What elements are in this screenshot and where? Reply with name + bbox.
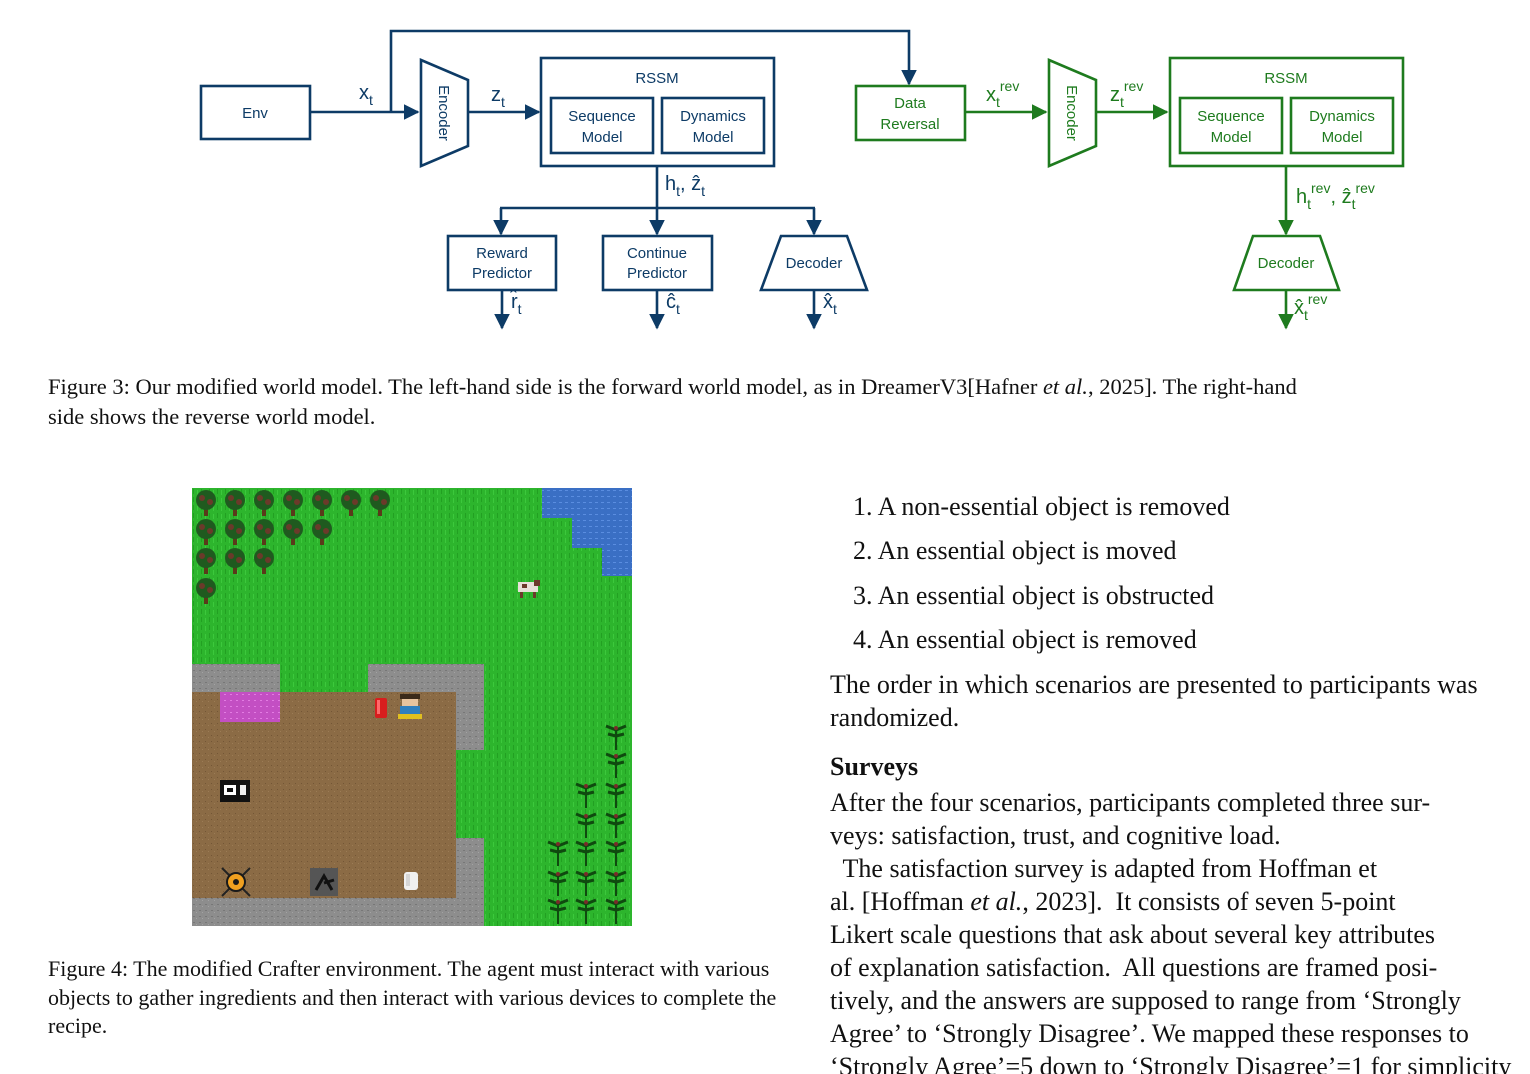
crafter-environment-image <box>192 488 632 926</box>
c-hat-label: ĉt <box>666 291 680 317</box>
reverse-sequence-model-label: Sequence <box>1197 108 1265 125</box>
order-line-1: The order in which scenarios are present… <box>830 670 1478 699</box>
scenario-list-item-1: 1. A non-essential object is removed <box>853 492 1230 521</box>
order-line-2: randomized. <box>830 703 960 732</box>
x-t-label: xt <box>359 82 373 108</box>
surveys-p2-line-2b: , 2023]. It consists of seven 5-point <box>1022 887 1396 916</box>
scenario-list-item-2: 2. An essential object is moved <box>853 536 1177 565</box>
figure-3-caption: Figure 3: Our modified world model. The … <box>48 372 1530 432</box>
world-model-diagram: Env xt Encoder zt RSSM Sequence Model Dy… <box>199 29 1405 330</box>
dynamics-model-box <box>660 96 766 155</box>
surveys-paragraph-2: The satisfaction survey is adapted from … <box>830 852 1530 1074</box>
h-zhat-rev-label: htrev, ẑtrev <box>1296 180 1375 212</box>
sequence-model-label-2: Model <box>582 129 623 146</box>
sequence-model-box <box>549 96 655 155</box>
figure-3-caption-line2: side shows the reverse world model. <box>48 404 376 429</box>
env-label: Env <box>242 105 268 122</box>
surveys-p1-line-2: veys: satisfaction, trust, and cognitive… <box>830 821 1281 850</box>
continue-predictor-label-2: Predictor <box>627 265 687 282</box>
r-hat-label: r̂t <box>509 289 521 317</box>
reverse-encoder-label: Encoder <box>1063 85 1080 141</box>
x-hat-label: x̂t <box>823 291 837 317</box>
reverse-rssm-label: RSSM <box>1264 70 1307 87</box>
surveys-p2-line-1: The satisfaction survey is adapted from … <box>830 854 1378 883</box>
surveys-p1-line-1: After the four scenarios, participants c… <box>830 788 1431 817</box>
decoder-trapezoid <box>759 234 869 292</box>
encoder-trapezoid <box>419 58 470 168</box>
scenario-list-item-4: 4. An essential object is removed <box>853 625 1197 654</box>
reverse-sequence-model-label-2: Model <box>1211 129 1252 146</box>
figure-3-caption-prefix: Figure 3: Our modified world model. The … <box>48 374 1043 399</box>
figure-3-etal: et al. <box>1042 374 1088 399</box>
surveys-p2-line-5: tively, and the answers are supposed to … <box>830 986 1461 1015</box>
reverse-dynamics-model-label-2: Model <box>1322 129 1363 146</box>
encoder-label: Encoder <box>435 85 452 141</box>
reverse-dynamics-model-label: Dynamics <box>1309 108 1375 125</box>
order-paragraph: The order in which scenarios are present… <box>830 668 1530 734</box>
x-t-rev-label: xtrev <box>986 78 1019 110</box>
figure-3-caption-suffix: , 2025]. The right-hand <box>1087 374 1297 399</box>
x-hat-rev-label: x̂trev <box>1294 291 1327 323</box>
sequence-model-label: Sequence <box>568 108 636 125</box>
reverse-sequence-model-box <box>1178 96 1284 155</box>
reward-predictor-label-2: Predictor <box>472 265 532 282</box>
rssm-label: RSSM <box>635 70 678 87</box>
surveys-p2-line-2a: al. [Hoffman <box>830 887 971 916</box>
surveys-p2-line-6: Agree’ to ‘Strongly Disagree’. We mapped… <box>830 1019 1469 1048</box>
h-zhat-label: ht, ẑt <box>665 173 705 199</box>
figure-4-caption: Figure 4: The modified Crafter environme… <box>48 956 777 1038</box>
scenario-list-item-3: 3. An essential object is obstructed <box>853 581 1215 610</box>
surveys-heading: Surveys <box>830 752 919 781</box>
data-reversal-label: Data <box>894 95 926 112</box>
dynamics-model-label: Dynamics <box>680 108 746 125</box>
reverse-decoder-label: Decoder <box>1258 255 1315 272</box>
decoder-label: Decoder <box>786 255 843 272</box>
surveys-p2-etal: et al. <box>970 887 1023 916</box>
z-t-label: zt <box>491 84 505 110</box>
reverse-decoder-trapezoid <box>1232 234 1341 292</box>
z-t-rev-label: ztrev <box>1110 78 1143 110</box>
reverse-dynamics-model-box <box>1289 96 1395 155</box>
surveys-p2-line-3: Likert scale questions that ask about se… <box>830 920 1436 949</box>
continue-predictor-label: Continue <box>627 245 687 262</box>
surveys-p2-line-7: ‘Strongly Agree’=5 down to ‘Strongly Dis… <box>830 1052 1512 1074</box>
reverse-encoder-trapezoid <box>1047 58 1098 168</box>
surveys-p2-line-4: of explanation satisfaction. All questio… <box>830 953 1438 982</box>
reward-predictor-label: Reward <box>476 245 528 262</box>
dynamics-model-label-2: Model <box>693 129 734 146</box>
data-reversal-label-2: Reversal <box>880 116 939 133</box>
surveys-paragraph-1: After the four scenarios, participants c… <box>830 786 1530 852</box>
